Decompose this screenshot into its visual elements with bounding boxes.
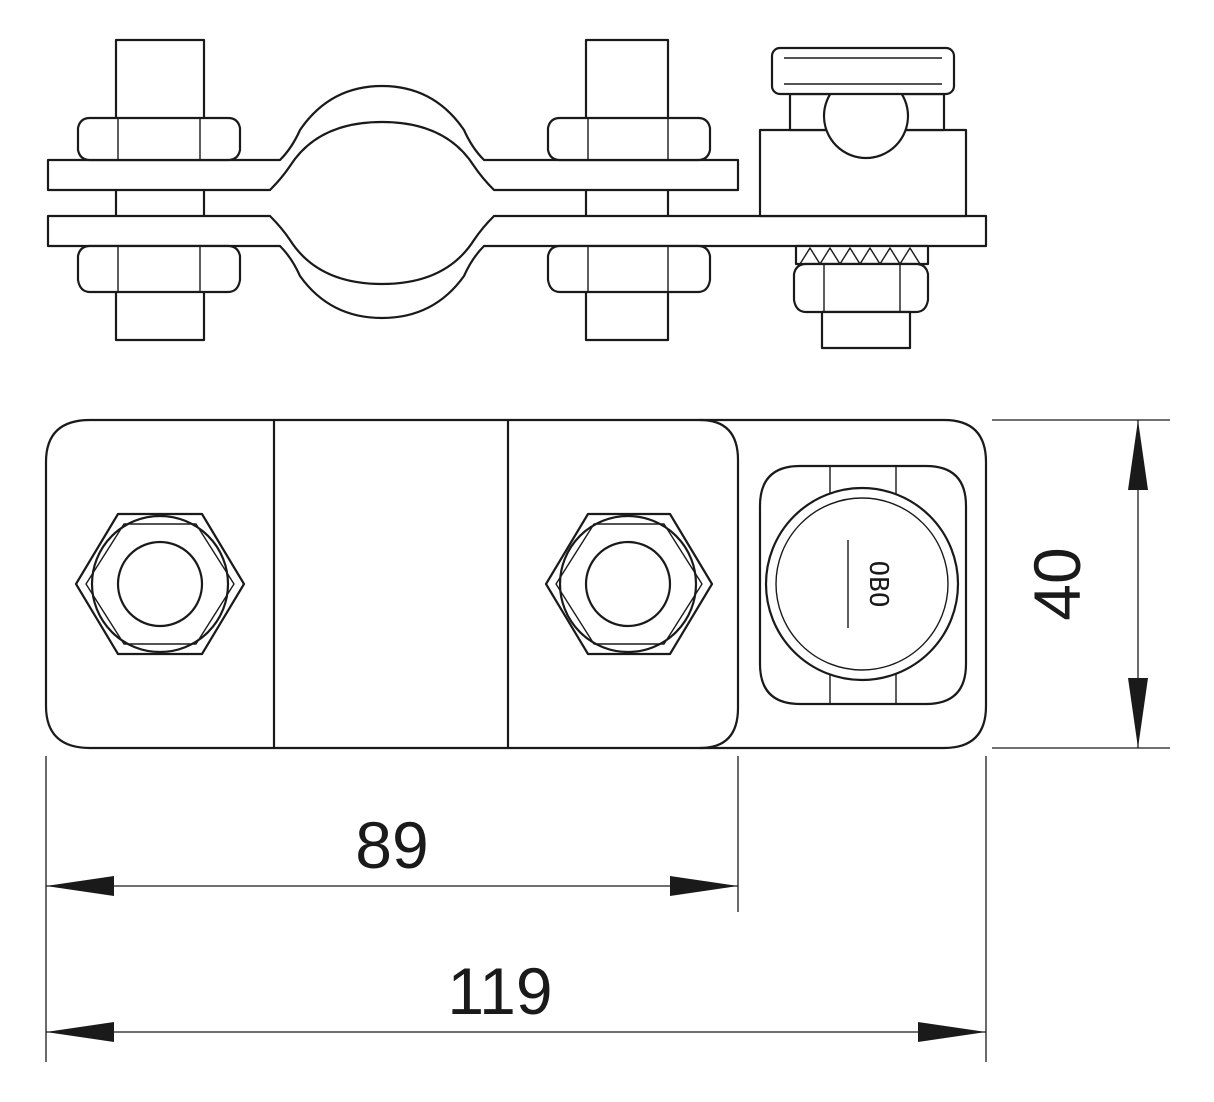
- dimension-119: [46, 1022, 986, 1042]
- left-lower-nut: [76, 244, 242, 294]
- terminal-bolt-end: [820, 310, 912, 350]
- terminal-nut: [792, 262, 930, 314]
- lower-clamp-strap: [46, 214, 988, 320]
- terminal-block: [758, 46, 968, 218]
- serrated-washer: [794, 244, 930, 266]
- top-view: OBO: [44, 418, 988, 750]
- middle-hex-nut: [544, 512, 714, 656]
- side-view: [46, 38, 988, 350]
- dimension-label-89: 89: [355, 808, 428, 882]
- dimension-label-40: 40: [1020, 547, 1094, 620]
- middle-upper-nut: [546, 116, 712, 162]
- terminal-clamp-top: OBO: [758, 464, 968, 706]
- left-upper-nut: [76, 116, 242, 162]
- left-hex-nut: [74, 512, 246, 656]
- obo-marking: OBO: [847, 540, 893, 628]
- upper-clamp-strap: [46, 84, 740, 192]
- plate-outline: [44, 418, 988, 750]
- dimension-89: [46, 876, 738, 896]
- obo-marking-text: OBO: [863, 561, 893, 608]
- upper-strap-end: [698, 418, 740, 750]
- dimension-lines: 89 119 40: [45, 419, 1170, 1062]
- middle-lower-nut: [546, 244, 712, 294]
- dimension-40: [1128, 420, 1148, 748]
- dimension-label-119: 119: [447, 954, 552, 1028]
